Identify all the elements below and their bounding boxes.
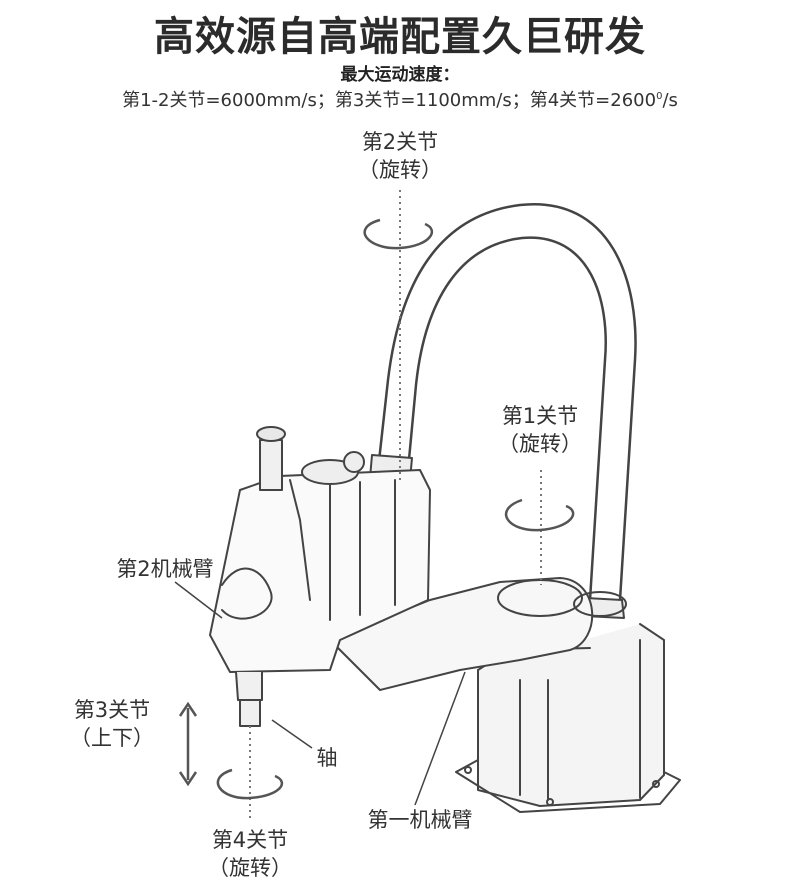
joint2-label-sub: （旋转）: [358, 158, 442, 182]
joint1-label-text: 第1关节: [501, 404, 579, 428]
joint4-label: 第4关节 （旋转）: [200, 826, 300, 882]
joint2-label: 第2关节 （旋转）: [355, 128, 445, 184]
joint3-label-text: 第3关节: [73, 698, 151, 722]
arm1-leader: [414, 671, 466, 806]
joint2-label-text: 第2关节: [361, 130, 439, 154]
shaft-leader: [271, 719, 313, 749]
page-title: 高效源自高端配置久巨研发: [154, 14, 646, 60]
joint2-rotation-arrow: [363, 218, 434, 250]
second-arm-shape: [209, 451, 431, 673]
speed-spec: 第1-2关节=6000mm/s；第3关节=1100mm/s；第4关节=26000…: [0, 86, 800, 112]
shaft-bottom: [235, 671, 263, 727]
joint3-label-sub: （上下）: [70, 726, 154, 750]
joint3-updown-arrow: [178, 701, 198, 787]
joint4-rotation-arrow: [216, 768, 283, 800]
joint4-label-sub: （旋转）: [208, 856, 292, 880]
shaft-label: 轴: [316, 746, 338, 770]
arm1-label: 第一机械臂: [367, 808, 473, 832]
arm2-label: 第2机械臂: [116, 557, 214, 581]
degree-superscript: 0: [656, 91, 663, 102]
joint1-rotation-arrow: [504, 498, 575, 532]
speed-spec-unit: /s: [662, 90, 678, 111]
first-arm-shape: [329, 577, 627, 691]
arm2-leader: [174, 581, 223, 619]
shaft-top: [256, 426, 286, 491]
speed-heading: 最大运动速度：: [340, 65, 460, 85]
joint1-label: 第1关节 （旋转）: [490, 402, 590, 458]
speed-spec-text: 第1-2关节=6000mm/s；第3关节=1100mm/s；第4关节=2600: [122, 90, 657, 111]
joint4-label-text: 第4关节: [211, 828, 289, 852]
joint3-label: 第3关节 （上下）: [62, 696, 162, 752]
joint1-label-sub: （旋转）: [498, 432, 582, 456]
